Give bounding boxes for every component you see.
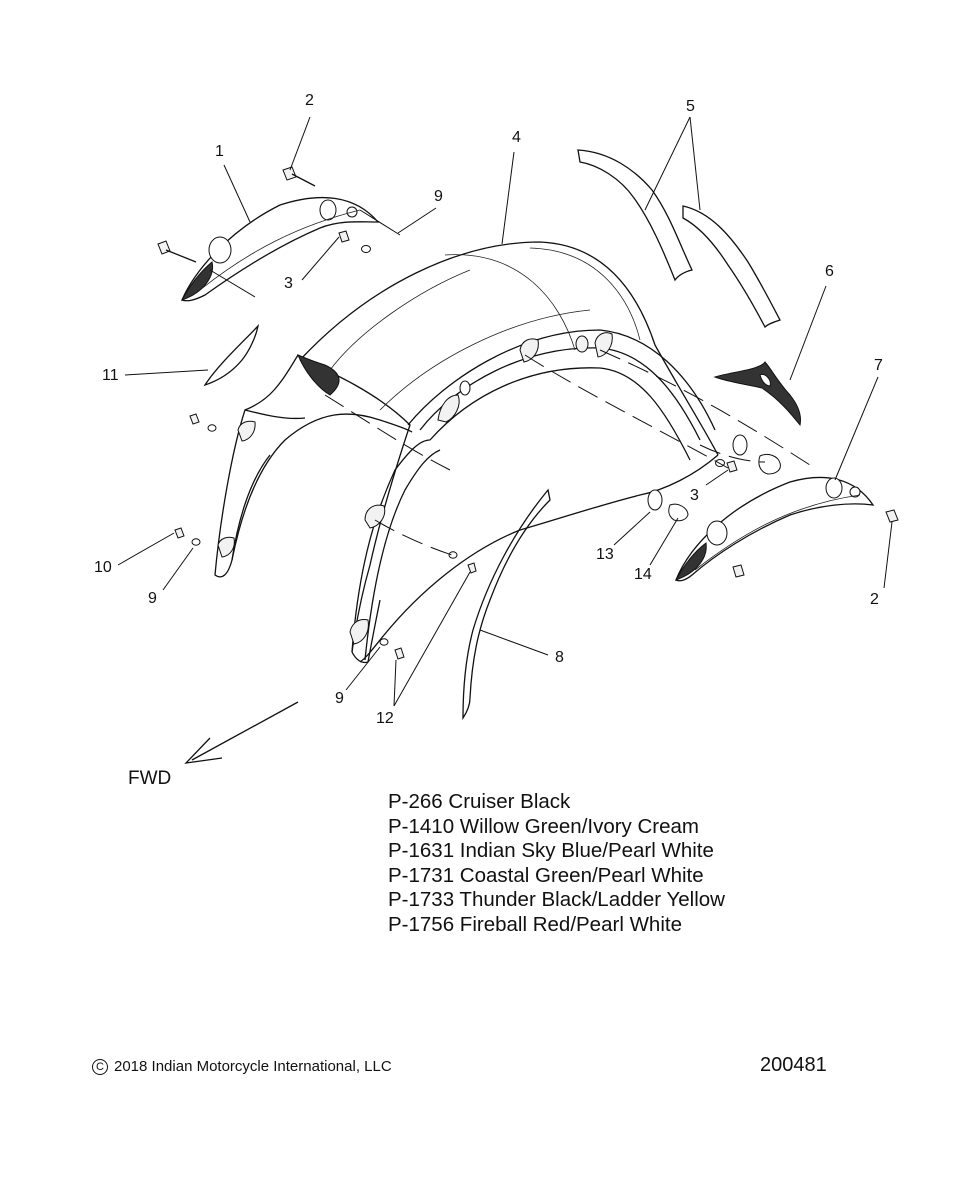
callout-2: 2 — [305, 92, 314, 109]
callout-10: 10 — [94, 559, 112, 576]
assembly-lines — [374, 349, 811, 557]
callout-12: 12 — [376, 710, 394, 727]
paint-code-item: P-1756 Fireball Red/Pearl White — [388, 912, 682, 936]
callout-9: 9 — [148, 590, 157, 607]
fender-front-section — [214, 354, 451, 578]
paint-code-item: P-1733 Thunder Black/Ladder Yellow — [388, 888, 725, 912]
callout-6: 6 — [825, 263, 834, 280]
callout-4: 4 — [512, 129, 521, 146]
callout-13: 13 — [596, 546, 614, 563]
copyright-text: 2018 Indian Motorcycle International, LL… — [114, 1058, 392, 1075]
part-11-trim — [203, 323, 260, 387]
callout-7: 7 — [874, 357, 883, 374]
callout-11: 11 — [102, 367, 119, 384]
part-1-light-bar — [180, 196, 401, 302]
copyright-icon: C — [92, 1058, 108, 1075]
paint-code-item: P-1410 Willow Green/Ivory Cream — [388, 814, 700, 838]
part-5-trim-strips — [577, 149, 781, 329]
paint-code-item: P-266 Cruiser Black — [388, 790, 571, 813]
paint-code-item: P-1731 Coastal Green/Pearl White — [388, 863, 704, 887]
copyright-notice: C 2018 Indian Motorcycle International, … — [92, 1058, 392, 1075]
part-7-light-bar — [674, 476, 875, 582]
part-8-trim-strip — [462, 488, 551, 721]
callout-3: 3 — [690, 487, 699, 504]
callout-1: 1 — [215, 143, 224, 160]
callout-14: 14 — [634, 566, 652, 583]
forward-label: FWD — [128, 768, 172, 789]
callout-8: 8 — [555, 649, 564, 666]
callout-3: 3 — [284, 275, 293, 292]
callout-2: 2 — [870, 591, 879, 608]
part-6-emblem — [713, 361, 801, 427]
hardware — [157, 166, 899, 660]
forward-arrow-icon — [184, 701, 299, 764]
document-number: 200481 — [760, 1054, 827, 1076]
paint-code-list: P-266 Cruiser Black P-1410 Willow Green/… — [388, 790, 725, 938]
callout-5: 5 — [686, 98, 695, 115]
leader-lines — [117, 116, 893, 707]
callout-9: 9 — [335, 690, 344, 707]
paint-code-item: P-1631 Indian Sky Blue/Pearl White — [388, 839, 714, 863]
rear-fender — [299, 241, 719, 664]
callout-9: 9 — [434, 188, 443, 205]
